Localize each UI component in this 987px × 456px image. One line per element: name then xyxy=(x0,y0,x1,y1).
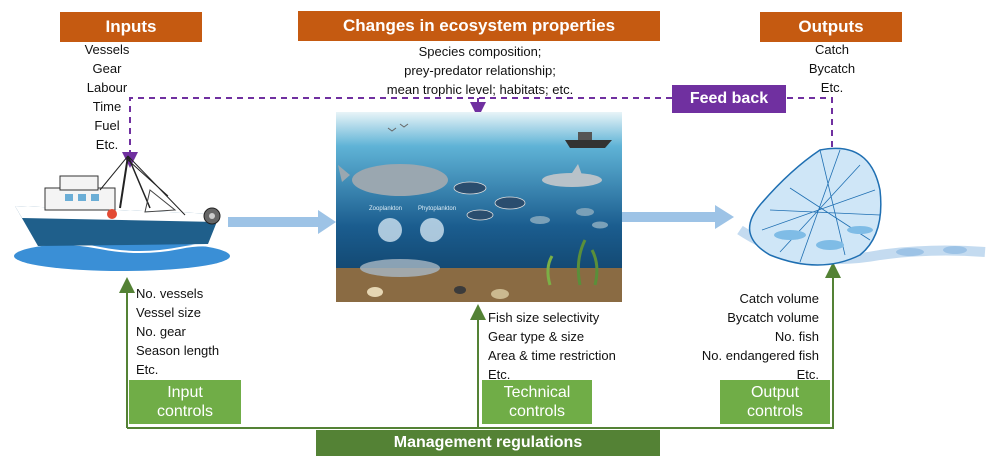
output-controls-item: Etc. xyxy=(796,367,819,382)
input-controls-item: Vessel size xyxy=(136,305,202,320)
technical-controls-item: Etc. xyxy=(488,367,511,382)
input-controls-box-line1: Input xyxy=(167,384,203,401)
inputs-item: Time xyxy=(92,99,122,114)
output-controls-item: Bycatch volume xyxy=(727,310,819,325)
output-controls-list: Catch volume Bycatch volume No. fish No.… xyxy=(660,289,819,384)
ocean-ecosystem-illustration xyxy=(336,112,622,302)
outputs-list: Catch Bycatch Etc. xyxy=(795,40,869,97)
technical-controls-box-line1: Technical xyxy=(503,384,571,401)
output-controls-item: Catch volume xyxy=(739,291,819,306)
technical-controls-list: Fish size selectivity Gear type & size A… xyxy=(488,308,658,384)
technical-controls-item: Fish size selectivity xyxy=(488,310,600,325)
management-regulations-label: Management regulations xyxy=(316,430,660,456)
input-controls-item: No. gear xyxy=(136,324,186,339)
output-controls-item: No. endangered fish xyxy=(701,348,819,363)
phytoplankton-label: Phytoplankton xyxy=(418,206,457,212)
inputs-item: Labour xyxy=(86,80,128,95)
inputs-item: Gear xyxy=(92,61,122,76)
inputs-item: Etc. xyxy=(95,137,119,152)
output-controls-item: No. fish xyxy=(774,329,819,344)
technical-controls-box: Technical controls xyxy=(482,380,592,424)
catch-net-illustration xyxy=(737,147,986,266)
outputs-item: Bycatch xyxy=(808,61,856,76)
ecosystem-line: Species composition; xyxy=(418,44,542,59)
ecosystem-header: Changes in ecosystem properties xyxy=(298,11,660,41)
input-controls-box: Input controls xyxy=(129,380,241,424)
inputs-list: Vessels Gear Labour Time Fuel Etc. xyxy=(72,40,142,154)
management-lines xyxy=(119,262,841,429)
zooplankton-label: Zooplankton xyxy=(369,206,403,212)
flow-arrow-boat-to-ocean xyxy=(228,210,336,234)
output-controls-box-line2: controls xyxy=(746,403,804,420)
input-controls-item: Season length xyxy=(136,343,220,358)
ecosystem-line: mean trophic level; habitats; etc. xyxy=(386,82,574,97)
inputs-item: Fuel xyxy=(94,118,120,133)
feedback-line xyxy=(122,97,833,224)
input-controls-list: No. vessels Vessel size No. gear Season … xyxy=(136,284,256,379)
flow-arrow-ocean-to-catch xyxy=(622,205,734,229)
fishing-boat-illustration xyxy=(14,155,230,271)
ecosystem-properties: Species composition; prey-predator relat… xyxy=(330,42,630,99)
outputs-item: Catch xyxy=(815,42,849,57)
technical-controls-item: Area & time restriction xyxy=(488,348,616,363)
technical-controls-box-line2: controls xyxy=(508,403,566,420)
outputs-header: Outputs xyxy=(760,12,902,42)
input-controls-item: Etc. xyxy=(136,362,159,377)
output-controls-box: Output controls xyxy=(720,380,830,424)
inputs-header: Inputs xyxy=(60,12,202,42)
outputs-item: Etc. xyxy=(820,80,844,95)
ecosystem-line: prey-predator relationship; xyxy=(404,63,556,78)
inputs-item: Vessels xyxy=(84,42,130,57)
input-controls-item: No. vessels xyxy=(136,286,204,301)
feedback-label: Feed back xyxy=(672,85,786,113)
input-controls-box-line2: controls xyxy=(156,403,214,420)
output-controls-box-line1: Output xyxy=(750,384,800,401)
technical-controls-item: Gear type & size xyxy=(488,329,585,344)
